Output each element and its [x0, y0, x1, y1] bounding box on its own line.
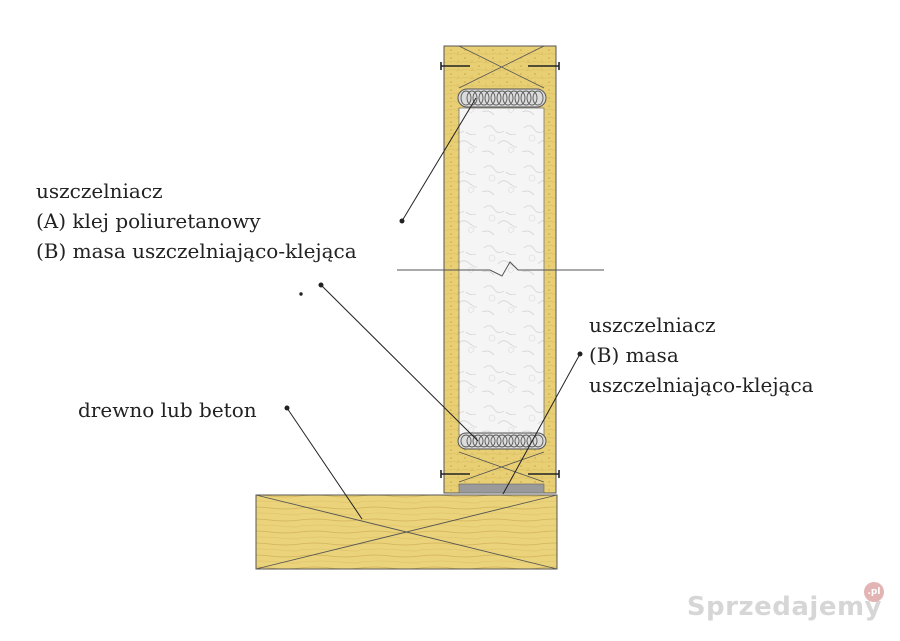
top-sealant-bead [457, 88, 547, 108]
insulation-core [458, 107, 545, 436]
right-label-line3: uszczelniająco-klejąca [589, 373, 814, 397]
base-material-label: drewno lub beton [78, 398, 257, 422]
right-label-line1: uszczelniacz [589, 313, 716, 337]
right-seal-label: uszczelniacz (B) masa uszczelniająco-kle… [589, 310, 814, 400]
left-label-line3: (B) masa uszczelniająco-klejąca [36, 239, 357, 263]
base-beam [255, 494, 558, 570]
watermark-text: Sprzedajemy [686, 592, 882, 622]
watermark-badge: .pl [864, 582, 884, 602]
leader-base [286, 407, 363, 520]
right-label-line2: (B) masa [589, 343, 679, 367]
leader-bottom-seal [320, 284, 479, 442]
left-seal-label: uszczelniacz (A) klej poliuretanowy (B) … [36, 176, 357, 266]
leader-top-seal [401, 97, 477, 222]
leader-lines [284, 97, 583, 520]
left-label-line1: uszczelniacz [36, 179, 163, 203]
break-line [397, 261, 604, 277]
leader-sealant-strip [502, 353, 581, 495]
left-label-line2: (A) klej poliuretanowy [36, 209, 261, 233]
bottom-sealant-bead [457, 432, 547, 450]
sealant-strip [458, 483, 545, 494]
